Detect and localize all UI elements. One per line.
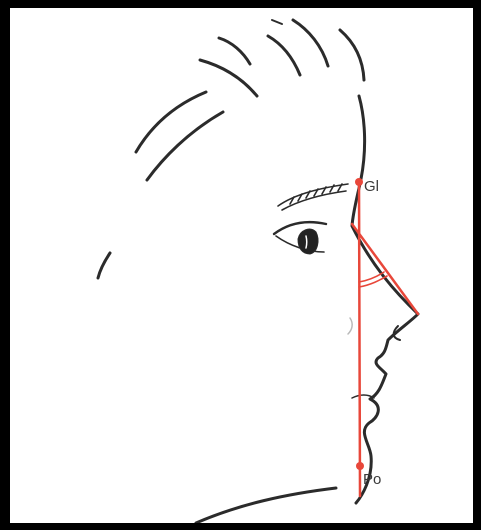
eye (274, 222, 326, 254)
jaw-outline (196, 488, 336, 523)
hair-strand (98, 253, 110, 278)
eyebrow (278, 184, 348, 210)
hair-strand (293, 20, 328, 66)
hair-strand (136, 92, 206, 152)
glabella-pogonion-line (359, 182, 360, 496)
nasal-dorsum-line (352, 224, 418, 314)
hair-strand (200, 60, 257, 96)
profile-illustration (10, 8, 473, 523)
hair-strand (272, 20, 282, 24)
pogonion-point-marker (356, 462, 364, 470)
glabella-point-marker (355, 178, 363, 186)
hair-strand (340, 30, 364, 80)
cheek-contour (348, 318, 352, 334)
hair-strand (219, 38, 250, 64)
figure-canvas: Gl Po (10, 8, 473, 523)
glabella-label: Gl (364, 179, 379, 194)
pogonion-label: Po (363, 472, 381, 487)
construction-lines (352, 182, 418, 496)
hair-strand (268, 36, 300, 75)
